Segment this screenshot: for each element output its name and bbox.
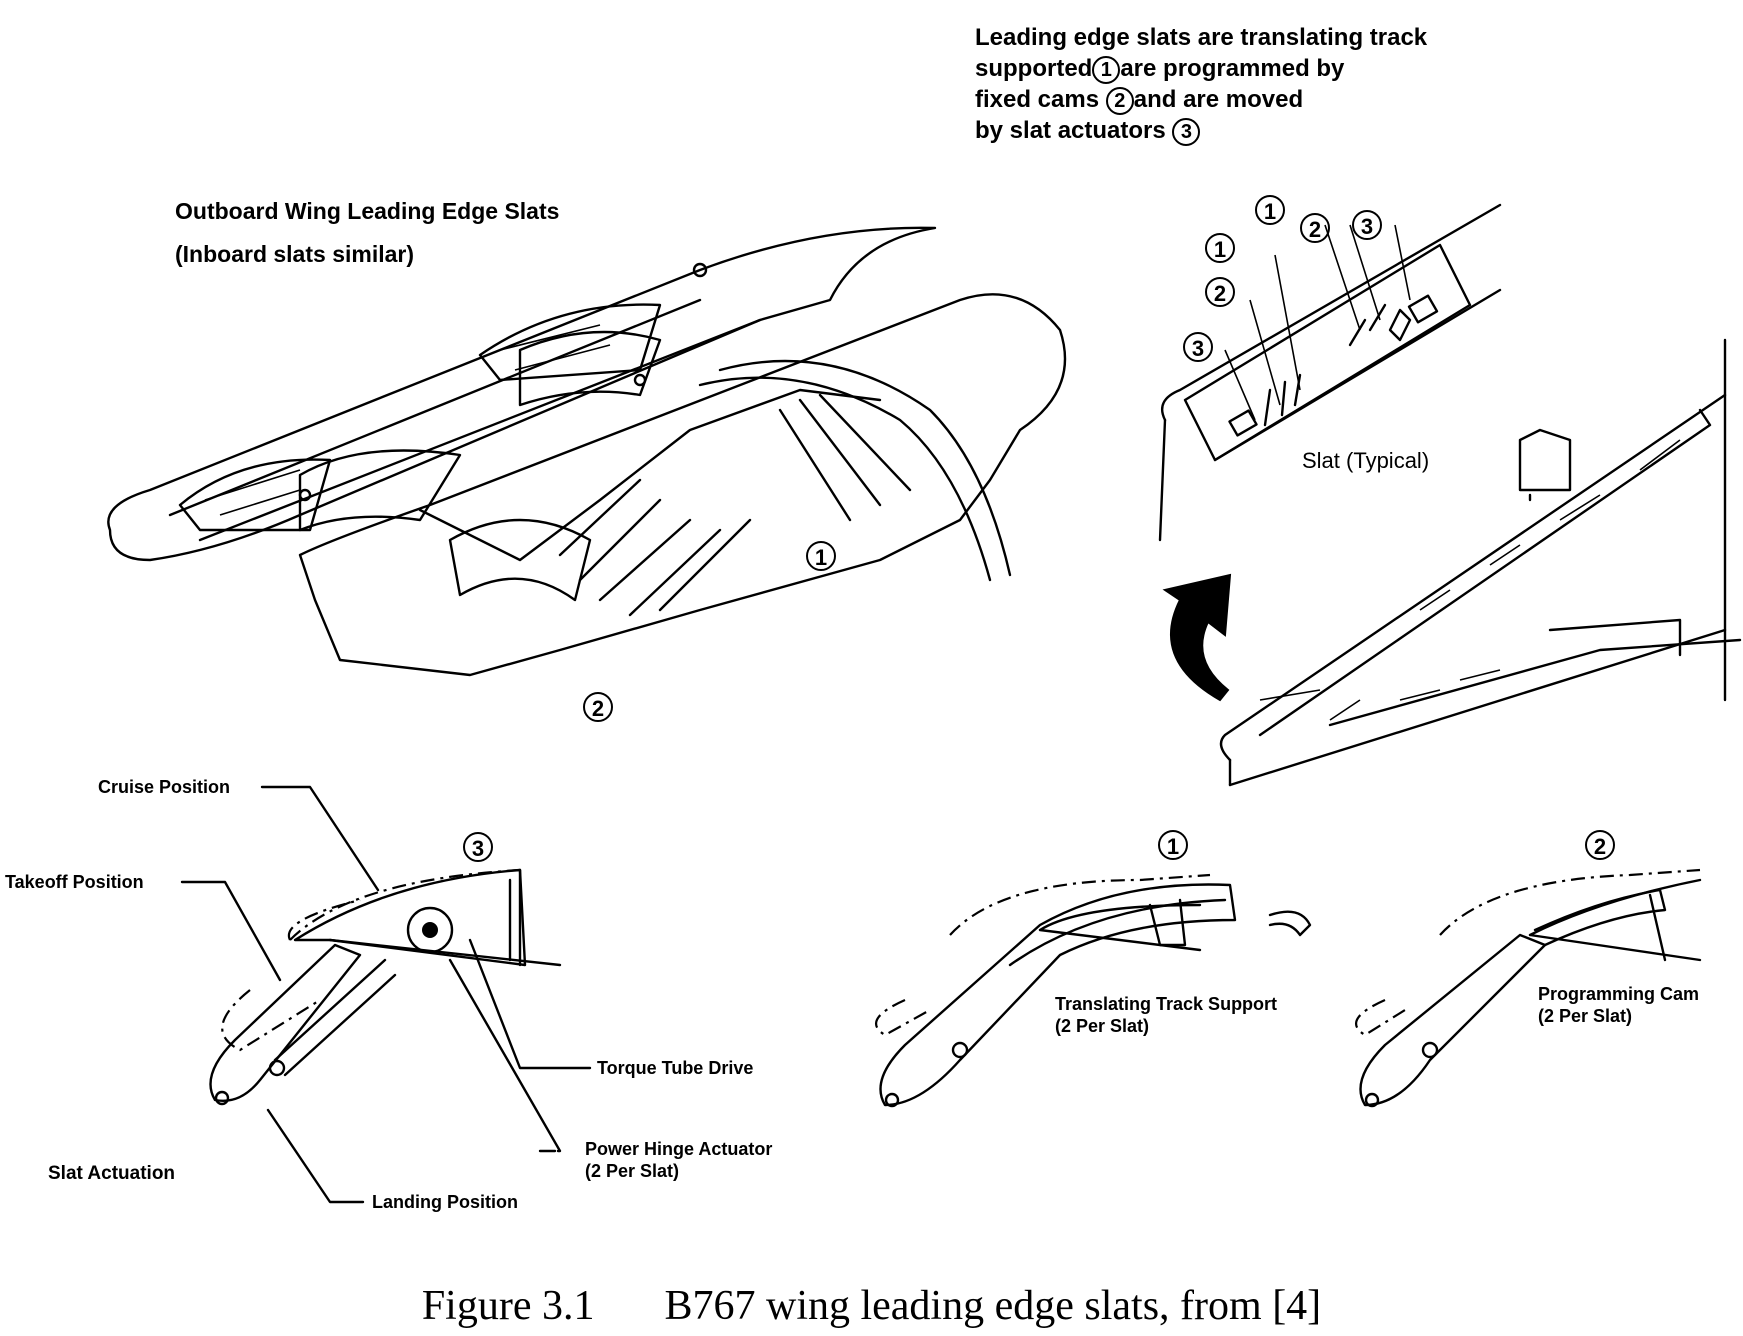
intro-line-2b: are programmed by	[1120, 55, 1345, 82]
power-hinge-line-1: Power Hinge Actuator	[585, 1139, 773, 1159]
section-callout-2: 2	[1585, 830, 1615, 860]
programming-cam-label: Programming Cam (2 Per Slat)	[1538, 983, 1699, 1027]
cam-line-1: Programming Cam	[1538, 984, 1700, 1004]
slat-typical-label: Slat (Typical)	[1302, 448, 1430, 473]
main-view-title: Outboard Wing Leading Edge Slats	[175, 198, 560, 224]
power-hinge-line-2: (2 Per Slat)	[585, 1161, 680, 1181]
curved-arrow-icon	[1162, 573, 1232, 702]
power-hinge-actuator-label: Power Hinge Actuator (2 Per Slat)	[585, 1138, 772, 1182]
intro-line-3a: fixed cams	[975, 86, 1100, 113]
track-line-2: (2 Per Slat)	[1055, 1016, 1150, 1036]
cruise-position-label: Cruise Position	[98, 777, 231, 797]
wing-planform	[1162, 338, 1742, 787]
takeoff-position-label: Takeoff Position	[5, 872, 144, 892]
track-support-label: Translating Track Support (2 Per Slat)	[1055, 993, 1277, 1037]
slat-actuation-title: Slat Actuation	[48, 1163, 176, 1184]
intro-line-4: by slat actuators 3	[975, 115, 1427, 146]
callout-2-icon: 2	[1105, 86, 1134, 115]
intro-line-1: Leading edge slats are translating track	[975, 24, 1428, 51]
main-callout-1: 1	[806, 541, 836, 571]
slat-callout-1b: 1	[1205, 233, 1235, 263]
slat-callout-2b: 2	[1205, 277, 1235, 307]
callout-1-icon: 1	[1092, 55, 1121, 84]
figure-caption: Figure 3.1 B767 wing leading edge slats, …	[0, 1282, 1743, 1330]
section-callout-3: 3	[463, 832, 493, 862]
figure-number: Figure 3.1	[421, 1283, 595, 1329]
slat-callout-3a: 3	[1352, 210, 1382, 240]
main-callout-2: 2	[583, 692, 613, 722]
programming-cam-section	[1355, 868, 1702, 1108]
slat-callout-3b: 3	[1183, 332, 1213, 362]
intro-line-4a: by slat actuators	[975, 117, 1166, 144]
intro-line-3b: and are moved	[1133, 86, 1304, 113]
intro-note: Leading edge slats are translating track…	[975, 22, 1427, 146]
torque-tube-drive-label: Torque Tube Drive	[597, 1058, 754, 1078]
figure-caption-text: B767 wing leading edge slats, from [4]	[664, 1283, 1322, 1329]
callout-3-icon: 3	[1172, 117, 1201, 146]
slat-callout-2a: 2	[1300, 213, 1330, 243]
slat-typical-sketch	[1158, 203, 1502, 542]
intro-line-2a: supported	[975, 55, 1093, 82]
cam-line-2: (2 Per Slat)	[1538, 1006, 1633, 1026]
section-callout-1: 1	[1158, 830, 1188, 860]
slat-actuation-section	[180, 785, 592, 1204]
main-view-subtitle: (Inboard slats similar)	[175, 241, 415, 267]
landing-position-label: Landing Position	[372, 1192, 518, 1212]
outboard-wing-illustration	[107, 226, 1067, 677]
slat-callout-1a: 1	[1255, 195, 1285, 225]
translating-track-section	[875, 873, 1312, 1108]
track-line-1: Translating Track Support	[1055, 994, 1278, 1014]
